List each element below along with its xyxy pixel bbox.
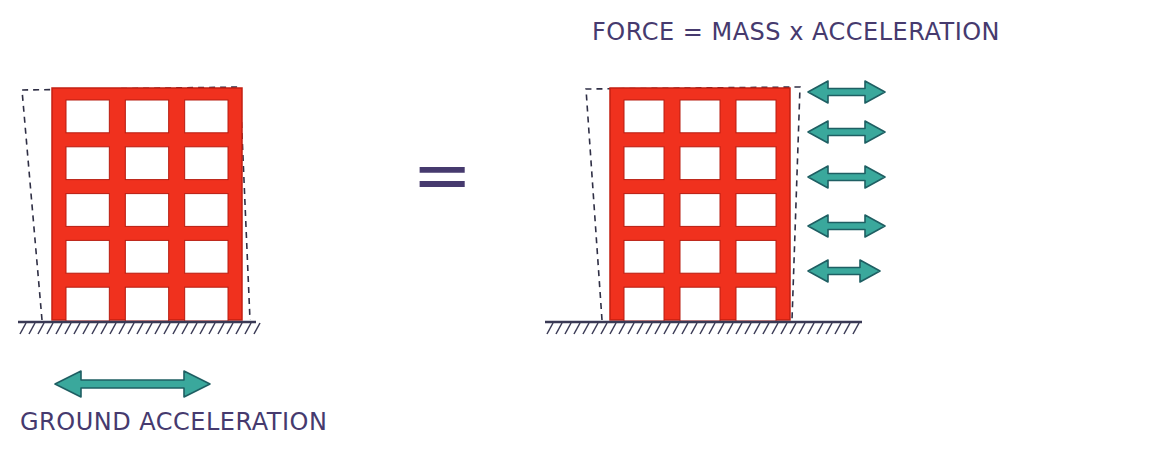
acceleration-arrow — [808, 121, 885, 143]
window — [185, 147, 228, 180]
building-left — [52, 88, 242, 321]
window — [736, 100, 776, 133]
window — [680, 147, 720, 180]
window — [736, 287, 776, 321]
window — [736, 240, 776, 273]
window — [66, 240, 109, 273]
window — [66, 287, 109, 321]
window — [680, 194, 720, 227]
window — [680, 287, 720, 321]
building-frame — [52, 88, 242, 320]
window — [624, 240, 664, 273]
window — [624, 287, 664, 321]
acceleration-arrow — [808, 166, 885, 188]
deflected-outline — [586, 87, 800, 320]
window — [624, 100, 664, 133]
window — [66, 100, 109, 133]
building-right — [610, 88, 790, 321]
window — [66, 194, 109, 227]
acceleration-arrow — [808, 215, 885, 237]
window — [66, 147, 109, 180]
window — [185, 287, 228, 321]
window — [624, 147, 664, 180]
building-frame — [610, 88, 790, 320]
window — [185, 194, 228, 227]
equals-sign: = — [412, 138, 473, 210]
window — [736, 194, 776, 227]
window — [125, 194, 168, 227]
ground-hatch — [18, 322, 260, 334]
acceleration-arrow — [808, 81, 885, 103]
caption-text: FORCE = MASS x ACCELERATION — [592, 20, 1000, 44]
acceleration-arrow — [55, 371, 210, 397]
window — [680, 100, 720, 133]
window — [736, 147, 776, 180]
window — [125, 240, 168, 273]
window — [125, 287, 168, 321]
window — [624, 194, 664, 227]
caption-text: GROUND ACCELERATION — [20, 410, 327, 434]
acceleration-arrow — [808, 260, 880, 282]
window — [185, 100, 228, 133]
deflected-outline — [22, 87, 250, 320]
window — [680, 240, 720, 273]
ground-hatch — [545, 322, 862, 334]
window — [125, 147, 168, 180]
window — [125, 100, 168, 133]
window — [185, 240, 228, 273]
